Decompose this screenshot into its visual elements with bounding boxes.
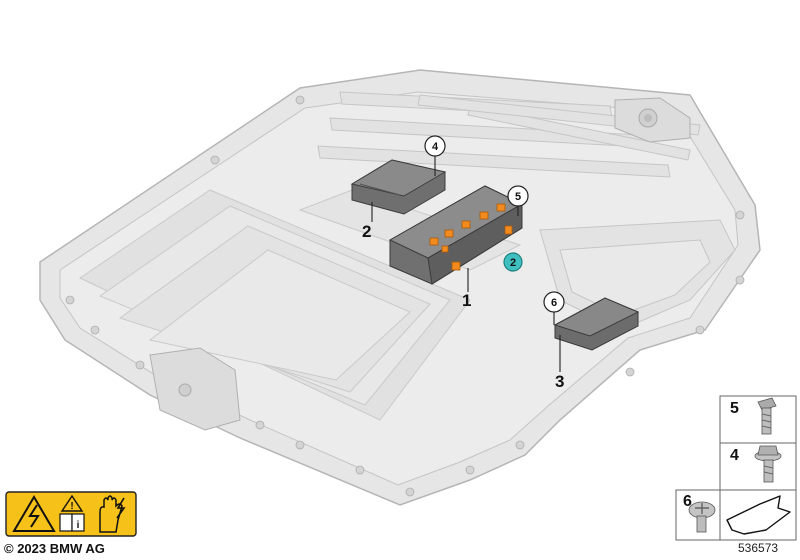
legend-label-6: 6 — [683, 493, 692, 510]
part-3-control-unit — [553, 297, 640, 351]
callout-3: 3 — [555, 372, 564, 391]
fastener-legend: 5 4 6 — [675, 395, 797, 541]
flange-bolt-icon — [754, 445, 782, 483]
svg-text:4: 4 — [432, 141, 439, 153]
electrical-glove-icon — [99, 495, 126, 533]
direction-arrow-icon — [726, 495, 791, 535]
pan-head-screw-icon — [688, 501, 716, 533]
housing-right-section — [539, 219, 736, 331]
svg-text:!: ! — [70, 501, 73, 512]
housing-channels — [78, 189, 522, 421]
circle-callout-2-highlight: 2 — [503, 252, 523, 272]
callout-1: 1 — [462, 291, 471, 310]
part-1-main-module — [388, 185, 524, 285]
battery-housing-tray — [39, 69, 761, 506]
rim-bolts — [65, 95, 745, 497]
housing-ribs — [317, 91, 701, 178]
high-voltage-warning-icon — [12, 495, 56, 532]
legend-label-5: 5 — [730, 400, 739, 417]
svg-text:i: i — [77, 520, 80, 531]
image-number: 536573 — [738, 541, 779, 555]
bolt-screw-icon — [757, 397, 777, 435]
circle-callout-6: 6 — [543, 291, 565, 313]
copyright-text: © 2023 BMW AG — [4, 541, 105, 556]
read-manual-icon: ! i — [59, 494, 85, 532]
orange-connectors — [429, 203, 513, 271]
svg-text:5: 5 — [515, 191, 521, 203]
part-2-control-unit — [350, 159, 447, 215]
svg-text:6: 6 — [551, 297, 557, 309]
legend-label-4: 4 — [730, 447, 739, 464]
leader-lines — [371, 156, 561, 372]
svg-text:2: 2 — [510, 257, 516, 269]
warning-label: ! i — [5, 491, 137, 537]
circle-callout-4: 4 — [424, 135, 446, 157]
callout-2: 2 — [362, 222, 371, 241]
lifting-bracket — [614, 97, 691, 143]
circle-callout-5: 5 — [507, 185, 529, 207]
front-bracket — [149, 347, 241, 431]
